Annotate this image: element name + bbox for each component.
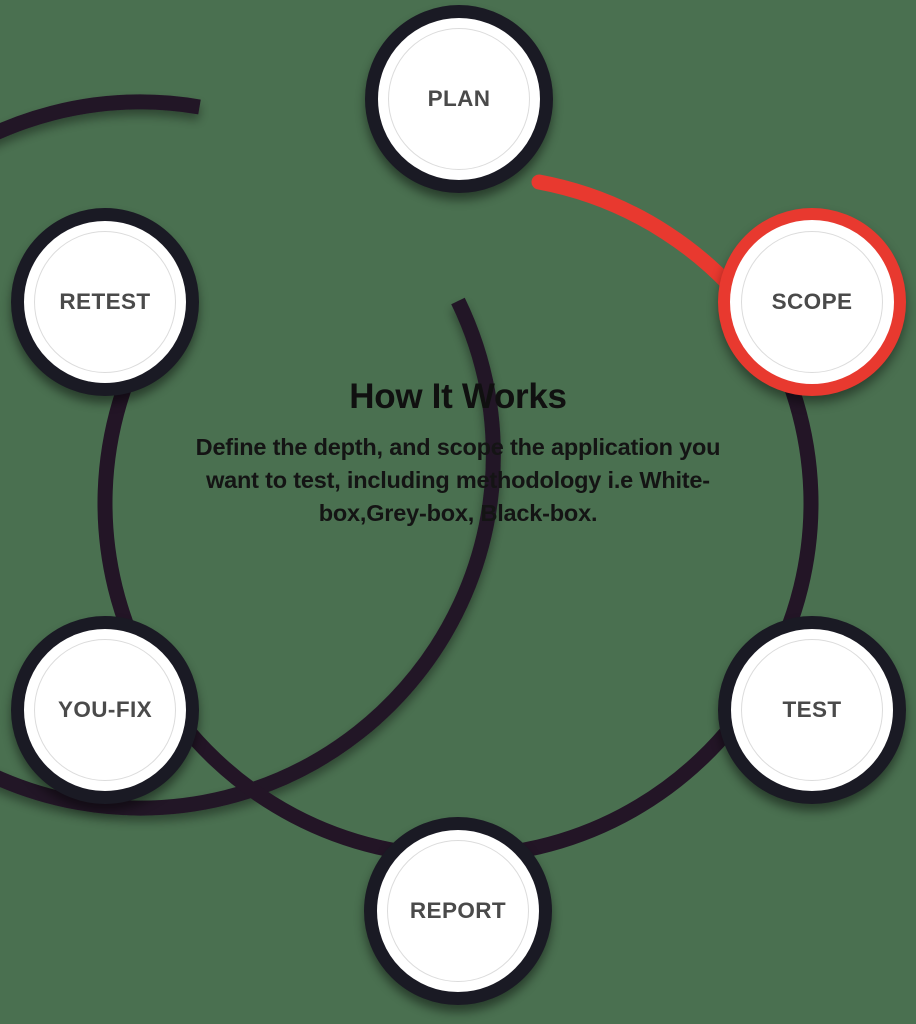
- cycle-node-label-you-fix: YOU-FIX: [57, 697, 153, 722]
- diagram-title: How It Works: [349, 377, 567, 416]
- cycle-node-label-retest: RETEST: [59, 289, 151, 314]
- cycle-node-label-test: TEST: [782, 697, 842, 722]
- cycle-node-label-scope: SCOPE: [771, 289, 853, 314]
- cycle-ring-dark-arc: [0, 94, 501, 816]
- diagram-description: Define the depth, and scope the applicat…: [195, 433, 721, 527]
- cycle-node-label-plan: PLAN: [427, 86, 491, 111]
- cycle-node-retest[interactable]: RETEST: [11, 208, 199, 396]
- cycle-node-plan[interactable]: PLAN: [365, 5, 553, 193]
- cycle-node-label-report: REPORT: [409, 898, 507, 923]
- center-text-block: How It Works Define the depth, and scope…: [158, 377, 758, 531]
- cycle-node-you-fix[interactable]: YOU-FIX: [11, 616, 199, 804]
- cycle-node-test[interactable]: TEST: [718, 616, 906, 804]
- cycle-node-report[interactable]: REPORT: [364, 817, 552, 1005]
- cycle-node-scope[interactable]: SCOPE: [718, 208, 906, 396]
